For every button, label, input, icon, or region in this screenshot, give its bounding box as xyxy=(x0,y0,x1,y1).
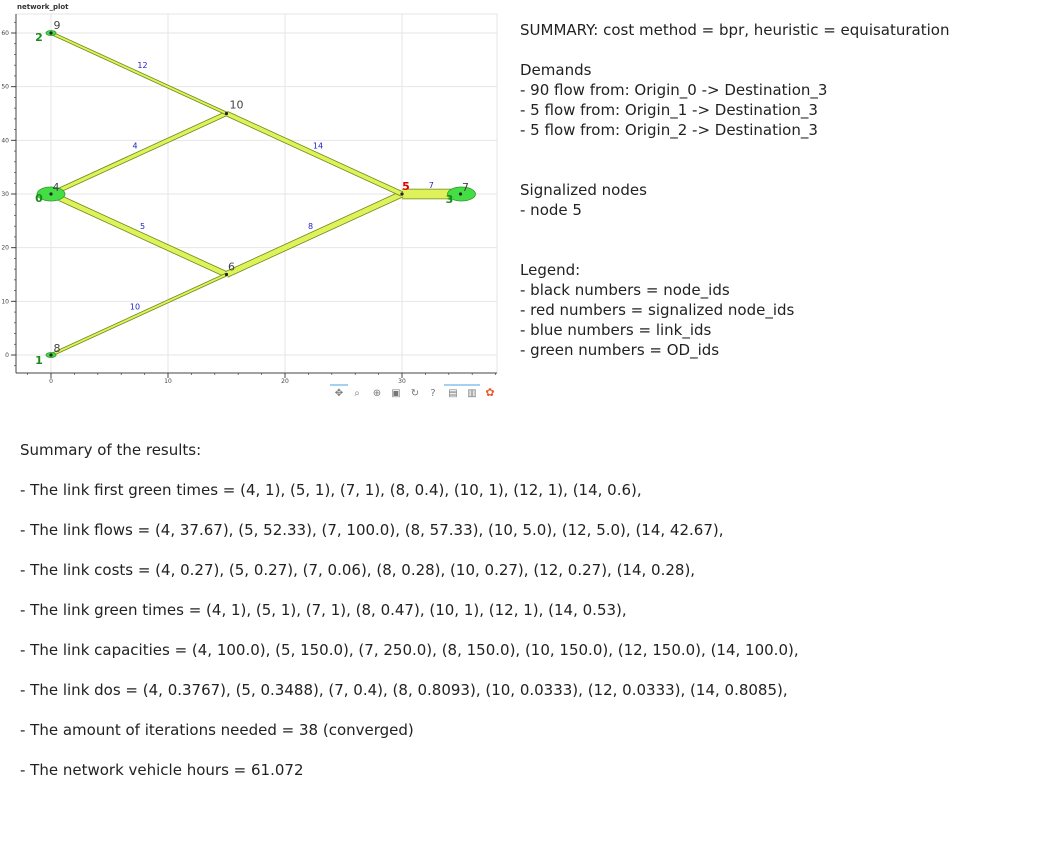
node-label: 2 xyxy=(35,31,43,44)
result-line: - The link costs = (4, 0.27), (5, 0.27),… xyxy=(20,561,696,579)
tap-icon[interactable]: ▥ xyxy=(467,388,476,399)
result-line: - The link dos = (4, 0.3767), (5, 0.3488… xyxy=(20,681,788,699)
result-line: - The link capacities = (4, 100.0), (5, … xyxy=(20,641,799,659)
link-12 xyxy=(50,32,227,115)
link-label: 14 xyxy=(313,142,323,151)
link-label: 5 xyxy=(140,222,145,231)
plot-toolbar: ✥ ⌕ ⊕ ▣ ↻? ▤ ▥ ✿ xyxy=(330,384,495,399)
result-line: - The network vehicle hours = 61.072 xyxy=(20,761,304,779)
link-label: 10 xyxy=(130,303,140,312)
node-dot xyxy=(224,272,229,277)
link-label: 8 xyxy=(308,222,313,231)
node-dot xyxy=(49,353,53,357)
y-tick-label: 50 xyxy=(1,84,9,91)
link-4 xyxy=(50,111,228,196)
legend-item: - green numbers = OD_ids xyxy=(520,341,720,359)
legend-title: Legend: xyxy=(520,261,581,279)
x-tick-label: 0 xyxy=(49,378,53,385)
signalized-title: Signalized nodes xyxy=(520,181,647,199)
link-8 xyxy=(225,191,404,277)
help-icon[interactable]: ? xyxy=(430,388,435,399)
summary-panel: SUMMARY: cost method = bpr, heuristic = … xyxy=(520,20,1040,360)
link-label: 12 xyxy=(137,61,147,70)
node-label: 8 xyxy=(54,342,61,355)
legend-item: - red numbers = signalized node_ids xyxy=(520,301,795,319)
y-tick-label: 10 xyxy=(1,298,9,305)
result-line: - The amount of iterations needed = 38 (… xyxy=(20,721,414,739)
summary-header: SUMMARY: cost method = bpr, heuristic = … xyxy=(520,21,950,39)
link-14 xyxy=(225,111,403,196)
x-tick-label: 30 xyxy=(398,378,406,385)
legend-item: - black numbers = node_ids xyxy=(520,281,730,299)
node-label: 10 xyxy=(230,99,244,112)
x-tick-label: 10 xyxy=(164,378,172,385)
node-label: 4 xyxy=(53,181,60,194)
demands-title: Demands xyxy=(520,61,592,79)
node-label: 6 xyxy=(228,261,235,274)
legend-item: - blue numbers = link_ids xyxy=(520,321,712,339)
node-dot xyxy=(400,192,404,196)
bokeh-logo-icon[interactable]: ✿ xyxy=(485,386,494,399)
demand-item: - 90 flow from: Origin_0 -> Destination_… xyxy=(520,81,828,99)
results-title: Summary of the results: xyxy=(20,441,202,459)
node-dot xyxy=(458,192,463,196)
hover-icon[interactable]: ▤ xyxy=(448,388,457,399)
box-zoom-icon[interactable]: ⌕ xyxy=(354,388,360,399)
y-tick-label: 40 xyxy=(1,137,9,144)
y-tick-label: 60 xyxy=(1,30,9,37)
demand-item: - 5 flow from: Origin_1 -> Destination_3 xyxy=(520,101,818,119)
wheel-zoom-icon[interactable]: ⊕ xyxy=(373,388,381,399)
result-line: - The link green times = (4, 1), (5, 1),… xyxy=(20,601,627,619)
node-label: 0 xyxy=(35,192,43,205)
reset-icon[interactable]: ↻ xyxy=(411,388,419,399)
node-dot xyxy=(49,31,53,35)
node-dot xyxy=(224,111,229,116)
results-panel: Summary of the results: - The link first… xyxy=(20,440,1030,800)
plot-title: network_plot xyxy=(17,3,69,11)
node-dot xyxy=(49,192,53,196)
result-line: - The link first green times = (4, 1), (… xyxy=(20,481,642,499)
node-label: 3 xyxy=(446,193,454,206)
signalized-item: - node 5 xyxy=(520,201,582,219)
link-10 xyxy=(50,273,227,356)
save-icon[interactable]: ▣ xyxy=(391,388,400,399)
node-label: 7 xyxy=(462,181,469,194)
node-label: 9 xyxy=(54,19,61,32)
link-5 xyxy=(50,191,228,277)
demand-item: - 5 flow from: Origin_2 -> Destination_3 xyxy=(520,121,818,139)
node-label: 5 xyxy=(402,180,410,193)
link-label: 4 xyxy=(132,142,137,151)
y-tick-label: 30 xyxy=(1,191,9,198)
pan-icon[interactable]: ✥ xyxy=(335,388,343,399)
link-label: 7 xyxy=(429,181,434,190)
node-label: 1 xyxy=(35,354,43,367)
x-tick-label: 20 xyxy=(281,378,289,385)
result-line: - The link flows = (4, 37.67), (5, 52.33… xyxy=(20,521,724,539)
y-tick-label: 0 xyxy=(5,352,9,359)
y-tick-label: 20 xyxy=(1,245,9,252)
